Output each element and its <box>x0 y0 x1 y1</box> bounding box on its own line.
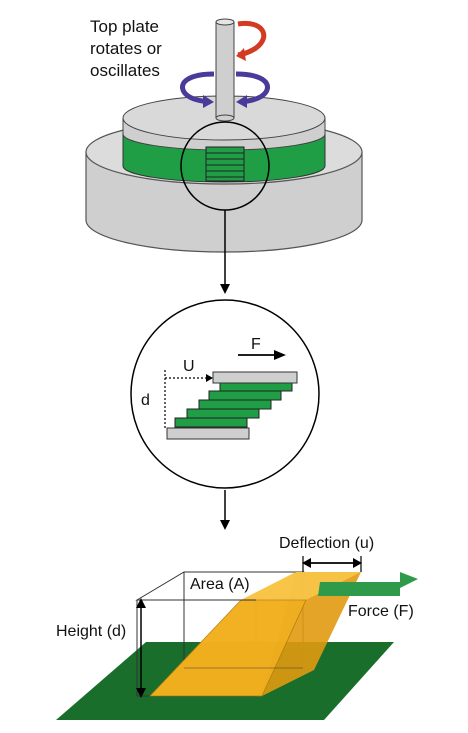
block-guidelines <box>137 599 303 669</box>
shaft <box>215 18 235 122</box>
force-label: Force (F) <box>348 603 414 620</box>
zoom-circle <box>130 299 320 489</box>
magnifier-circle <box>180 121 270 211</box>
rotation-label-line1: Top plate <box>90 17 159 36</box>
deflection-arrow <box>302 556 362 572</box>
force-arrow-green <box>318 572 418 596</box>
zoom-displacement-label: U <box>183 358 195 375</box>
sheared-block <box>149 572 361 697</box>
zoom-force-label: F <box>251 336 261 353</box>
rotation-label-line3: oscillates <box>90 61 160 80</box>
deflection-label: Deflection (u) <box>279 535 374 552</box>
area-label: Area (A) <box>190 576 250 593</box>
rotate-arrow-red-icon <box>236 20 267 61</box>
zoom-gap-label: d <box>141 392 150 409</box>
rotation-label-line2: rotates or <box>90 39 162 58</box>
rotate-arrow-purple-icon <box>180 71 270 108</box>
height-label: Height (d) <box>56 623 126 640</box>
height-arrow <box>136 598 146 698</box>
